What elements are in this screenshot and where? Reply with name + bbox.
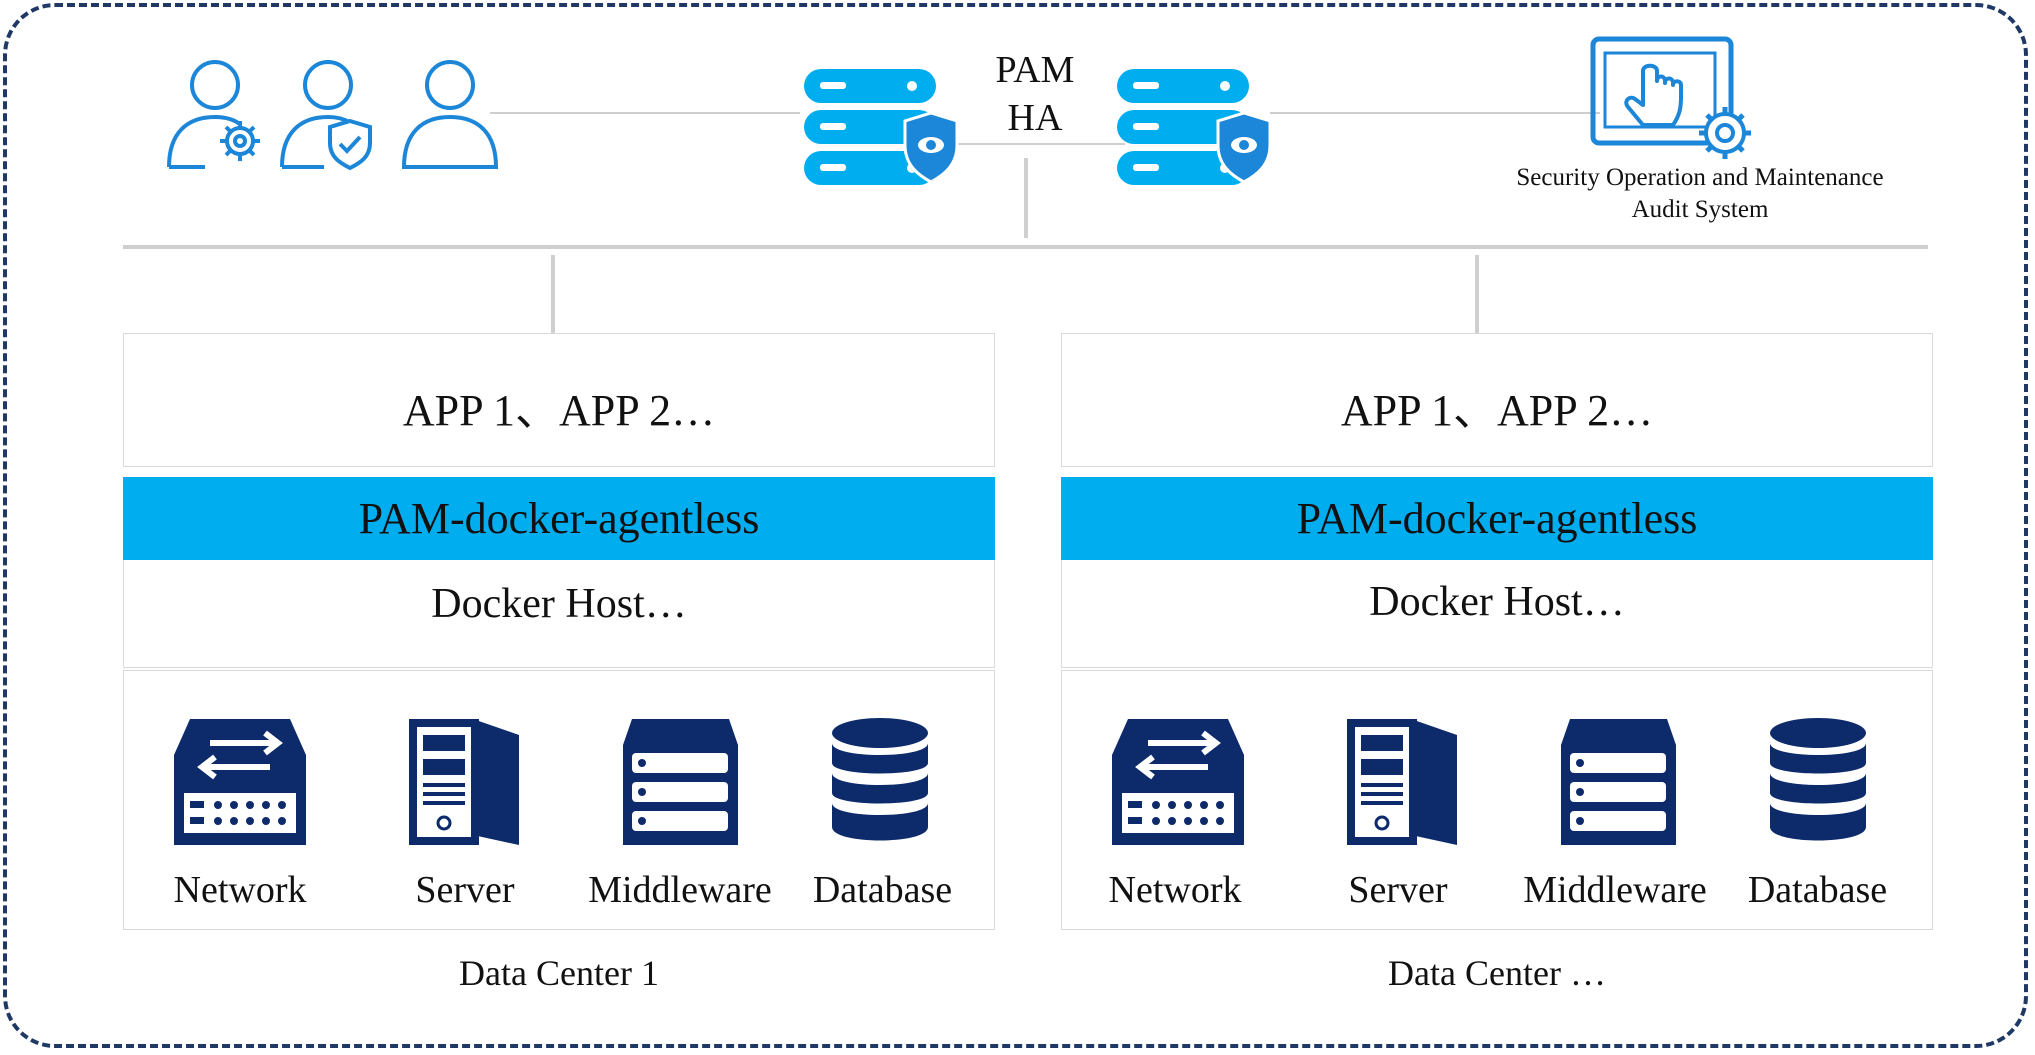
middleware-stack-icon (623, 719, 738, 845)
main-bus-line (123, 245, 1928, 249)
user-gear-icon (167, 60, 260, 169)
dc2-resource-middleware: Middleware (1523, 869, 1707, 911)
ha-link-line (955, 143, 1125, 145)
dc2-label: Data Center … (1388, 953, 1606, 993)
user-link-line (490, 112, 800, 114)
touch-gear-screen-icon (1590, 36, 1751, 159)
audit-system-line1: Security Operation and Maintenance (1516, 164, 1884, 191)
dc1-apps-box: APP 1、APP 2… (123, 333, 995, 467)
database-icon (832, 718, 928, 841)
pam-ha-label: PAM HA (970, 46, 1100, 142)
server-shield-icon (804, 69, 959, 185)
dc1-drop-line (551, 255, 555, 333)
server-tower-icon (409, 719, 519, 845)
dc2-drop-line (1475, 255, 1479, 333)
audit-system-line2: Audit System (1631, 196, 1769, 223)
dc1-resource-server: Server (415, 869, 515, 911)
dc1-resource-database: Database (812, 869, 953, 911)
dc2-agent-band: PAM-docker-agentless (1061, 477, 1933, 561)
users-group (167, 60, 499, 171)
audit-link-line (1270, 112, 1600, 114)
dc1-host-box: Docker Host… (123, 560, 995, 668)
middleware-stack-icon (1561, 719, 1676, 845)
dc1-agent-band: PAM-docker-agentless (123, 477, 995, 561)
dc2-host-box: Docker Host… (1061, 560, 1933, 668)
dc2-resource-network: Network (1108, 869, 1242, 911)
network-switch-icon (174, 719, 306, 845)
dc2-apps-label: APP 1、APP 2… (1340, 386, 1654, 435)
dc1-resource-middleware: Middleware (588, 869, 772, 911)
dc1-host-label: Docker Host… (431, 581, 687, 627)
server-shield-icon (1117, 69, 1272, 185)
pam-drop-line (1024, 158, 1028, 238)
diagram-frame (3, 3, 2028, 1048)
dc1-resource-network: Network (173, 869, 307, 911)
database-icon (1770, 718, 1866, 841)
audit-system-label: Security Operation and Maintenance Audit… (1440, 162, 1960, 226)
dc2-host-label: Docker Host… (1369, 579, 1625, 625)
network-switch-icon (1112, 719, 1244, 845)
dc1-label: Data Center 1 (459, 953, 659, 993)
dc1-apps-label: APP 1、APP 2… (402, 386, 716, 435)
dc2-resource-database: Database (1747, 869, 1888, 911)
dc2-apps-box: APP 1、APP 2… (1061, 333, 1933, 467)
pam-label: PAM (995, 49, 1075, 91)
server-tower-icon (1347, 719, 1457, 845)
user-shield-icon (280, 60, 372, 171)
dc2-resource-server: Server (1348, 869, 1448, 911)
ha-label: HA (1007, 97, 1063, 139)
user-icon (401, 60, 499, 169)
